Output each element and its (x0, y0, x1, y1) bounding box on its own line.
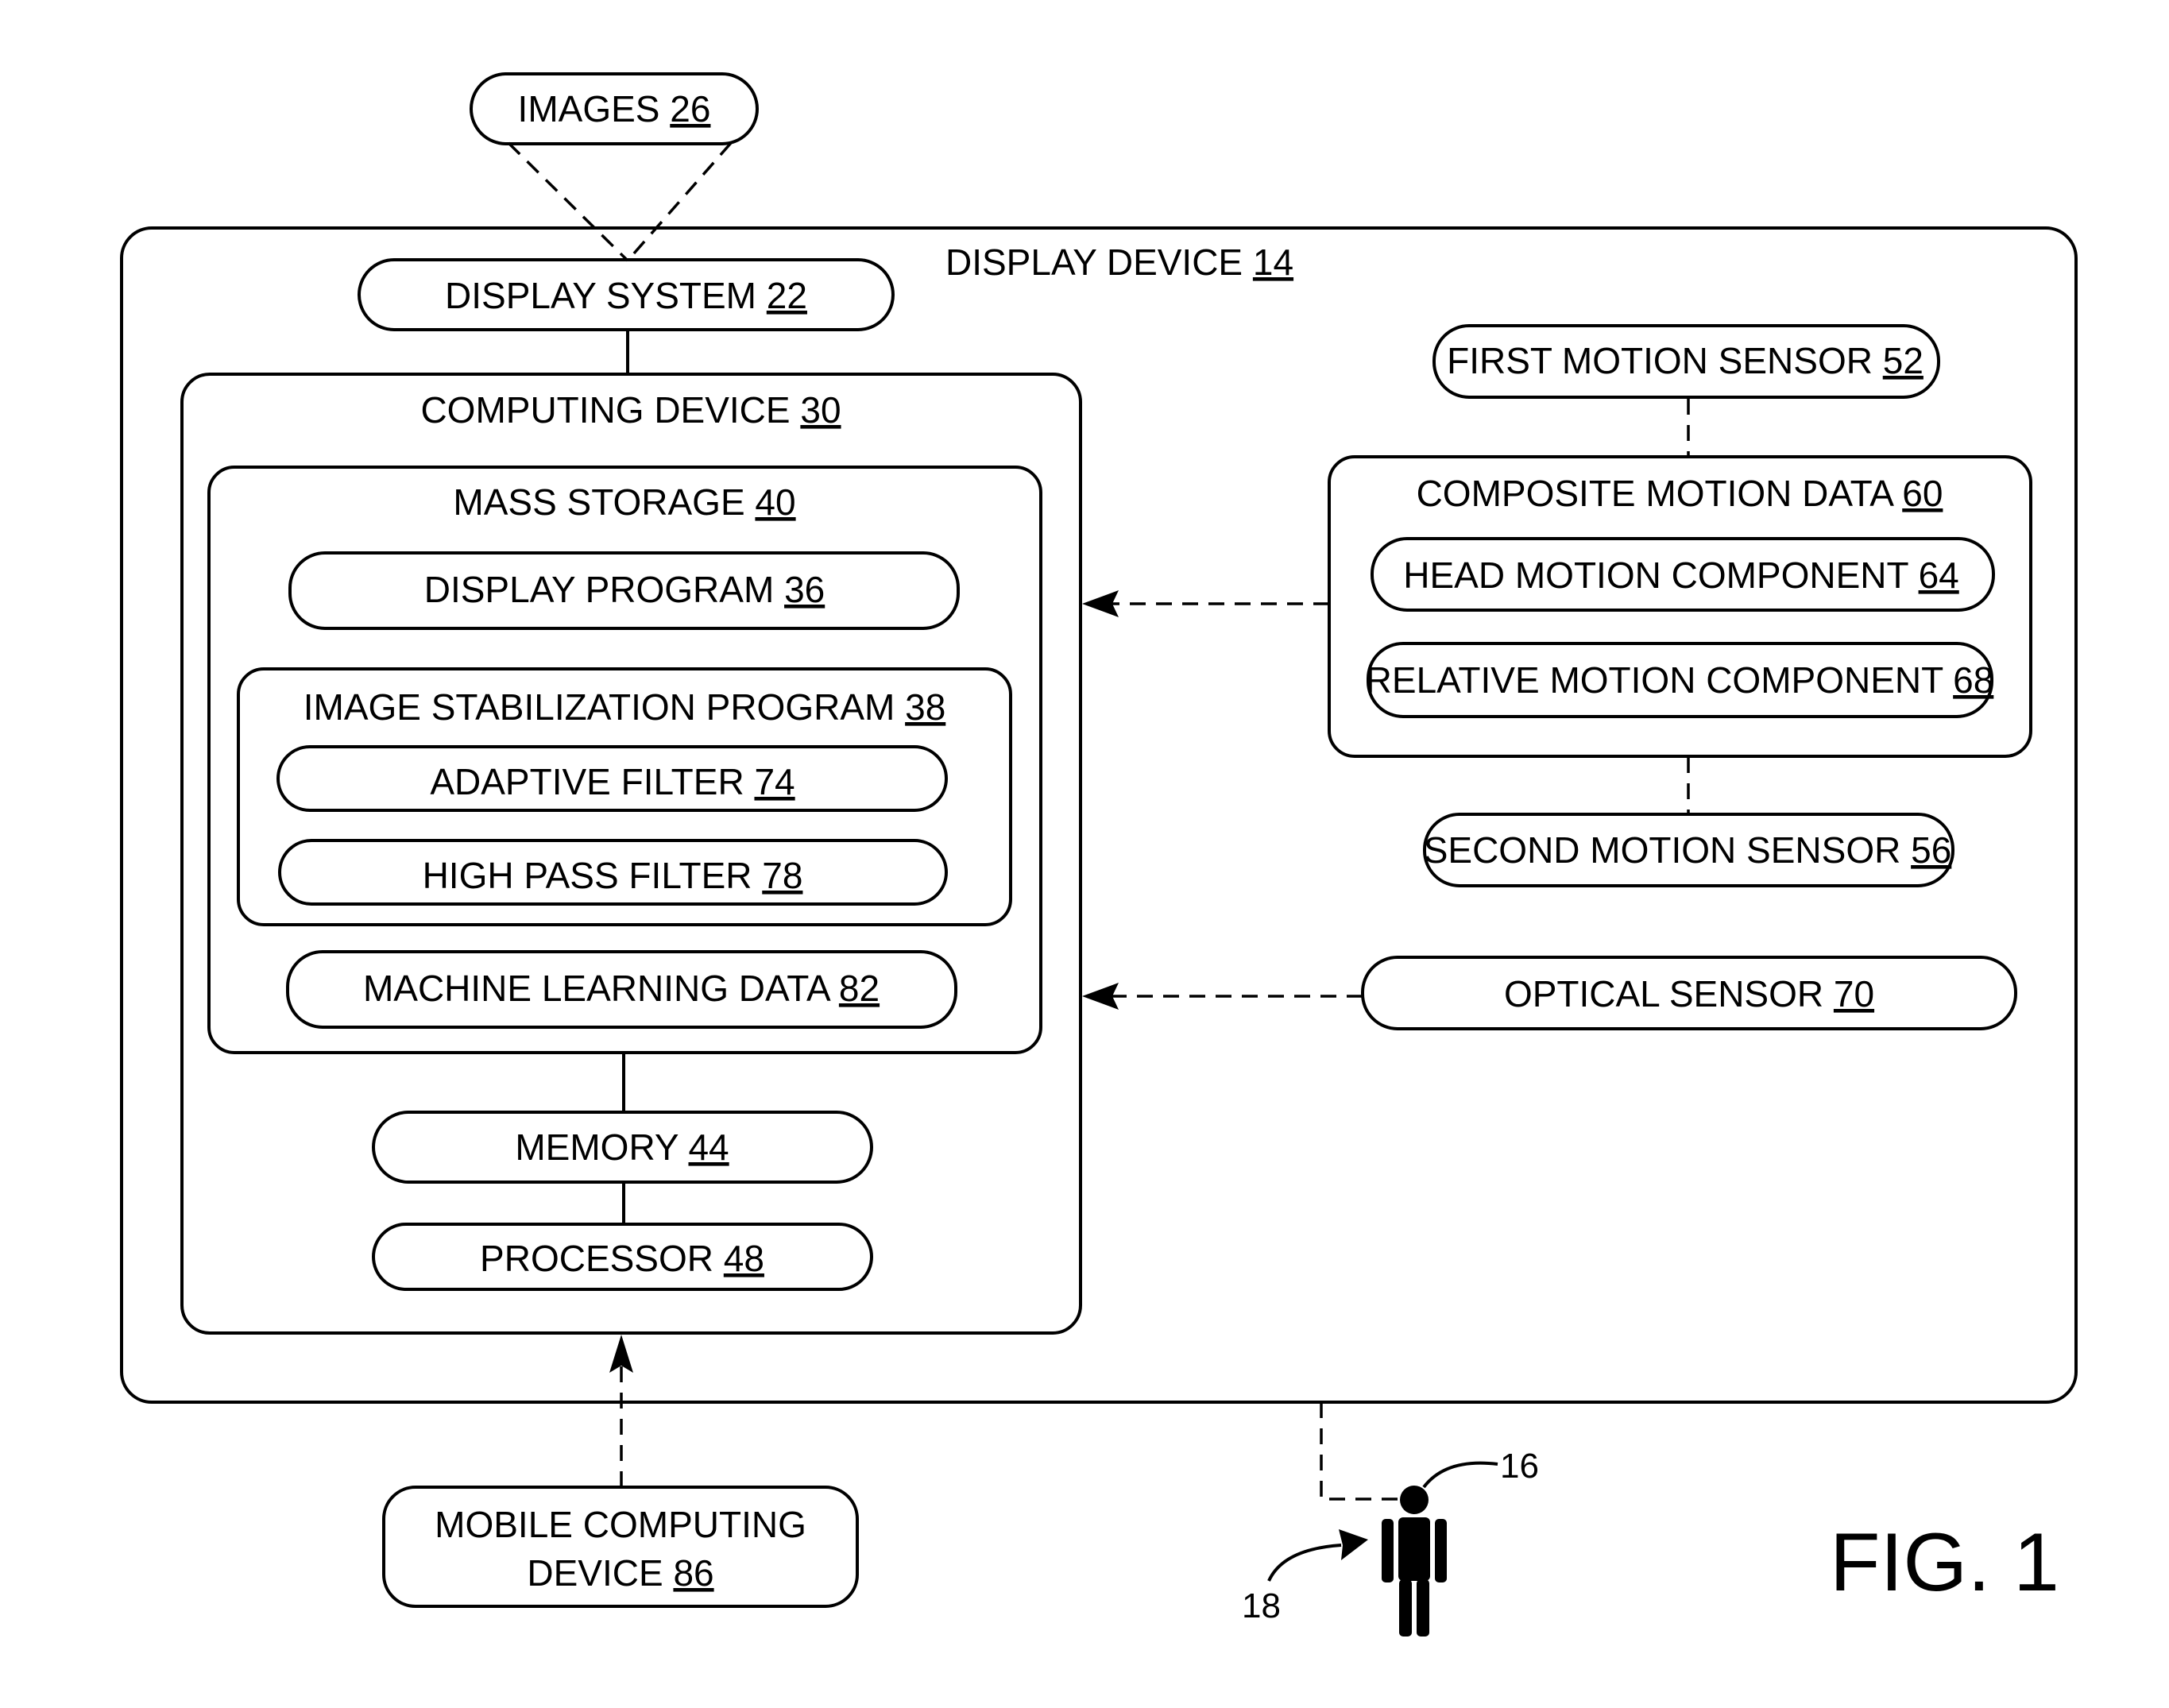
display-system-label: DISPLAY SYSTEM 22 (445, 275, 807, 316)
adaptive-filter-label: ADAPTIVE FILTER 74 (430, 761, 795, 802)
user-left-arm (1382, 1519, 1394, 1582)
second-motion-sensor-label: SECOND MOTION SENSOR 56 (1424, 829, 1952, 871)
display-program-label: DISPLAY PROGRAM 36 (424, 569, 825, 610)
body-ref-label: 18 (1242, 1586, 1281, 1625)
mass-storage-box (209, 467, 1041, 1053)
processor-label: PROCESSOR 48 (480, 1238, 764, 1279)
user-head (1400, 1486, 1429, 1514)
high-pass-filter-label: HIGH PASS FILTER 78 (423, 855, 803, 896)
body-leader-arrow (1269, 1545, 1341, 1581)
images-right-dashed-connector (628, 143, 731, 261)
mobile-computing-device-label-line1: MOBILE COMPUTING (435, 1504, 806, 1545)
image-stabilization-program-label: IMAGE STABILIZATION PROGRAM 38 (304, 686, 946, 728)
user-right-leg (1417, 1579, 1429, 1637)
head-ref-label: 16 (1500, 1447, 1539, 1486)
user-torso (1398, 1517, 1430, 1581)
computing-device-label: COMPUTING DEVICE 30 (420, 389, 841, 431)
mobile-computing-device-label-line2: DEVICE 86 (527, 1552, 713, 1594)
user-right-arm (1435, 1519, 1447, 1582)
images-left-dashed-connector (508, 143, 628, 261)
images-label: IMAGES 26 (518, 88, 711, 129)
head-motion-component-label: HEAD MOTION COMPONENT 64 (1403, 555, 1958, 596)
composite-motion-data-label: COMPOSITE MOTION DATA 60 (1417, 473, 1943, 514)
machine-learning-data-label: MACHINE LEARNING DATA 82 (363, 968, 880, 1009)
memory-label: MEMORY 44 (515, 1126, 729, 1168)
device-to-user-dashed-connector (1321, 1402, 1416, 1499)
display-device-label: DISPLAY DEVICE 14 (945, 242, 1293, 283)
body-leader-arrowhead (1339, 1529, 1368, 1560)
user-person-icon (1382, 1486, 1447, 1637)
figure-label: FIG. 1 (1830, 1517, 2059, 1609)
relative-motion-component-label: RELATIVE MOTION COMPONENT 68 (1366, 659, 1994, 701)
user-left-leg (1399, 1579, 1412, 1637)
optical-sensor-label: OPTICAL SENSOR 70 (1504, 973, 1874, 1014)
first-motion-sensor-label: FIRST MOTION SENSOR 52 (1447, 340, 1923, 381)
mass-storage-label: MASS STORAGE 40 (453, 481, 795, 523)
head-leader-line (1424, 1463, 1498, 1487)
